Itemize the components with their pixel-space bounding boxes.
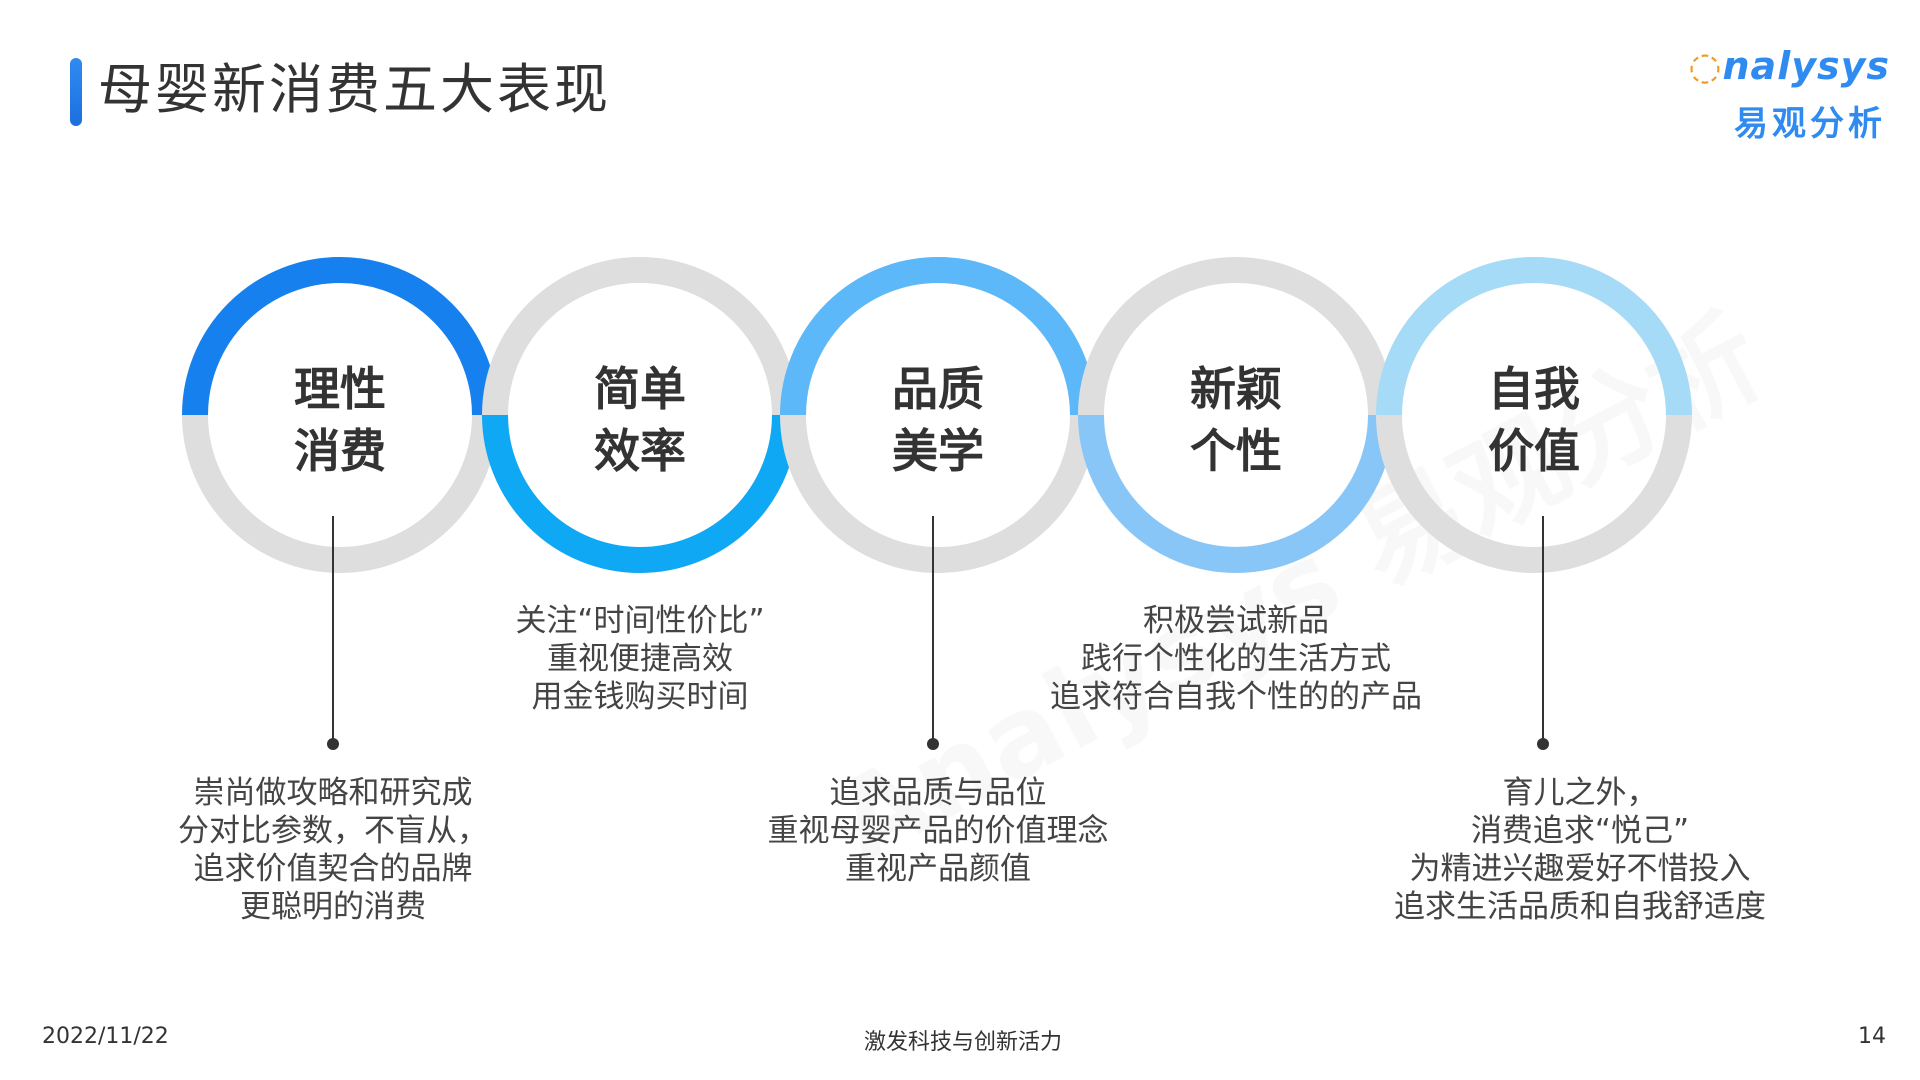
ring-4-label: 新颖 个性 — [1136, 358, 1336, 482]
desc-3-line-3: 重视产品颜值 — [845, 851, 1031, 887]
desc-2: 关注“时间性价比” 重视便捷高效 用金钱购买时间 — [430, 602, 850, 716]
analysys-logo: ◌nalysys 易观分析 — [1688, 44, 1892, 144]
ring-2-label-line1: 简单 — [594, 362, 686, 416]
ring-1-label-line1: 理性 — [294, 362, 386, 416]
desc-5-line-3: 为精进兴趣爱好不惜投入 — [1409, 851, 1751, 887]
page-title: 母婴新消费五大表现 — [98, 58, 611, 121]
desc-2-line-3: 用金钱购买时间 — [531, 679, 749, 715]
desc-1: 崇尚做攻略和研究成 分对比参数，不盲从， 追求价值契合的品牌 更聪明的消费 — [123, 774, 543, 926]
footer-slogan: 激发科技与创新活力 — [864, 1030, 1063, 1055]
footer-date: 2022/11/22 — [42, 1024, 169, 1049]
desc-4: 积极尝试新品 践行个性化的生活方式 追求符合自我个性的的产品 — [1026, 602, 1446, 716]
connector-5 — [1537, 516, 1549, 750]
title-accent-bar — [70, 58, 82, 126]
connector-3 — [927, 516, 939, 750]
desc-2-line-2: 重视便捷高效 — [547, 641, 733, 677]
ring-5 — [1376, 257, 1692, 573]
desc-4-line-1: 积极尝试新品 — [1143, 603, 1329, 639]
desc-3-line-2: 重视母婴产品的价值理念 — [767, 813, 1109, 849]
connector-1 — [327, 516, 339, 750]
ring-3-label-line1: 品质 — [892, 362, 984, 416]
ring-5-label: 自我 价值 — [1434, 358, 1634, 482]
desc-4-line-3: 追求符合自我个性的的产品 — [1050, 679, 1422, 715]
desc-1-line-4: 更聪明的消费 — [240, 889, 426, 925]
ring-2-label-line2: 效率 — [594, 424, 686, 478]
desc-5-line-1: 育儿之外， — [1502, 775, 1658, 811]
desc-3-line-1: 追求品质与品位 — [829, 775, 1047, 811]
desc-5-line-4: 追求生活品质和自我舒适度 — [1394, 889, 1766, 925]
desc-3: 追求品质与品位 重视母婴产品的价值理念 重视产品颜值 — [728, 774, 1148, 888]
logo-en-text: ◌nalysys — [1688, 44, 1890, 88]
page-number: 14 — [1858, 1024, 1886, 1049]
desc-2-line-1: 关注“时间性价比” — [515, 603, 765, 639]
ring-3-label: 品质 美学 — [838, 358, 1038, 482]
ring-4-label-line1: 新颖 — [1190, 362, 1282, 416]
desc-5-line-2: 消费追求“悦己” — [1470, 813, 1690, 849]
ring-5-label-line2: 价值 — [1488, 424, 1580, 478]
ring-1-label-line2: 消费 — [294, 424, 386, 478]
desc-1-line-1: 崇尚做攻略和研究成 — [193, 775, 473, 811]
desc-1-line-2: 分对比参数，不盲从， — [178, 813, 488, 849]
ring-5-label-line1: 自我 — [1488, 362, 1580, 416]
logo-cn-text: 易观分析 — [1734, 104, 1886, 144]
desc-1-line-3: 追求价值契合的品牌 — [193, 851, 473, 887]
desc-5: 育儿之外， 消费追求“悦己” 为精进兴趣爱好不惜投入 追求生活品质和自我舒适度 — [1370, 774, 1790, 926]
ring-4-label-line2: 个性 — [1190, 424, 1282, 478]
desc-4-line-2: 践行个性化的生活方式 — [1081, 641, 1391, 677]
ring-3-label-line2: 美学 — [892, 424, 984, 478]
ring-1-label: 理性 消费 — [240, 358, 440, 482]
ring-2-label: 简单 效率 — [540, 358, 740, 482]
